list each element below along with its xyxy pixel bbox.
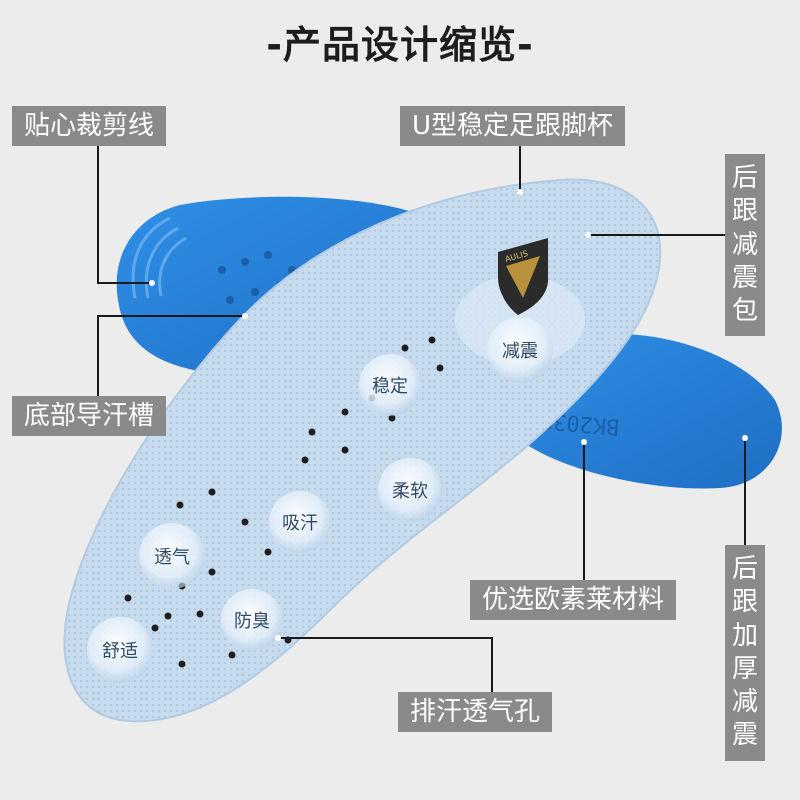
label-heel-cushion: 后 跟 减 震 包 — [725, 154, 765, 337]
bubble-anti-odor: 防臭 — [234, 611, 270, 632]
bubble-shock-absorb: 减震 — [502, 341, 538, 362]
feature-bubbles — [87, 317, 553, 683]
bubble-comfort: 舒适 — [102, 641, 138, 662]
bubble-stable: 稳定 — [372, 376, 408, 397]
bubble-absorb-sweat: 吸汗 — [282, 513, 318, 534]
page-title: -产品设计缩览- — [266, 23, 534, 67]
bubble-soft: 柔软 — [392, 481, 428, 502]
brand-logo: AULIS — [498, 238, 548, 315]
label-u-heel-cup: U型稳定足跟脚杯 — [400, 106, 626, 146]
label-heel-thick: 后 跟 加 厚 减 震 — [725, 545, 765, 761]
bubble-breathable: 透气 — [154, 547, 190, 568]
label-vent-holes: 排汗透气孔 — [398, 692, 553, 732]
label-bottom-groove: 底部导汗槽 — [12, 396, 167, 436]
label-cut-line: 贴心裁剪线 — [12, 106, 167, 146]
label-material: 优选欧素莱材料 — [470, 580, 677, 620]
insole-top: AULIS — [63, 178, 662, 723]
